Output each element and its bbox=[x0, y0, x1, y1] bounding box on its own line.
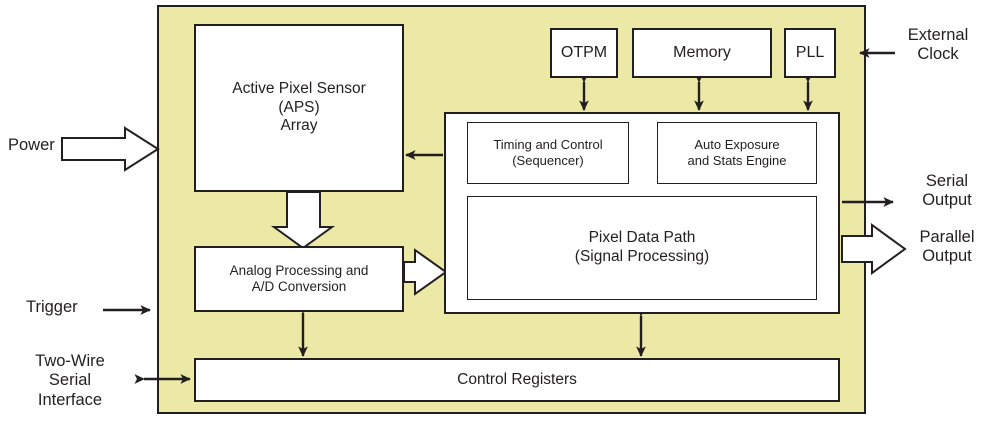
block-memory[interactable]: Memory bbox=[632, 28, 772, 78]
block-timing-and-control[interactable]: Timing and Control (Sequencer) bbox=[467, 122, 629, 184]
block-active-pixel-sensor[interactable]: Active Pixel Sensor (APS) Array bbox=[194, 24, 404, 192]
block-pll[interactable]: PLL bbox=[784, 28, 836, 78]
power-block-arrow bbox=[61, 126, 160, 172]
block-control-registers[interactable]: Control Registers bbox=[194, 358, 840, 402]
label-power: Power bbox=[8, 136, 55, 154]
label-parallel-output: Parallel Output bbox=[919, 228, 975, 266]
block-pixel-data-path[interactable]: Pixel Data Path (Signal Processing) bbox=[467, 196, 817, 300]
label-trigger: Trigger bbox=[26, 298, 78, 316]
label-two-wire-serial-interface: Two-Wire Serial Interface bbox=[35, 352, 105, 409]
block-analog-processing[interactable]: Analog Processing and A/D Conversion bbox=[194, 246, 404, 312]
label-external-clock: External Clock bbox=[907, 26, 969, 64]
block-otpm[interactable]: OTPM bbox=[550, 28, 618, 78]
label-serial-output: Serial Output bbox=[922, 172, 972, 210]
block-auto-exposure[interactable]: Auto Exposure and Stats Engine bbox=[657, 122, 817, 184]
